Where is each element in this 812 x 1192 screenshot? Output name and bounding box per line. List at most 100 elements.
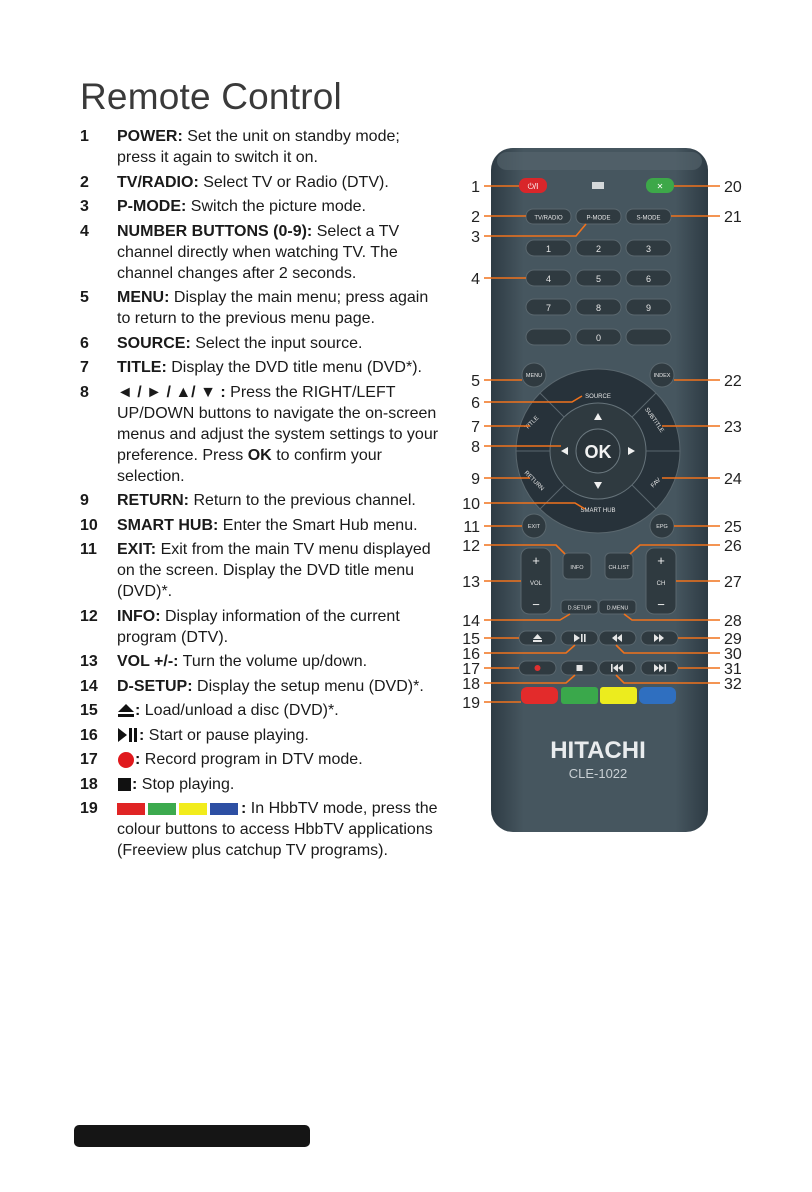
list-item: 18: Stop playing. [80,774,440,795]
left-arrow-icon[interactable] [561,447,568,455]
digit-button-5[interactable] [575,269,622,287]
info-button[interactable] [562,552,592,580]
digit-button-0[interactable] [575,328,622,346]
callout-number: 13 [462,574,480,591]
digit-button-7[interactable] [525,298,572,316]
digit-button-1[interactable] [525,239,572,257]
digit-button-blank-left[interactable] [525,328,572,346]
digit-button-9[interactable] [625,298,672,316]
ch-plus-label: + [657,553,665,568]
pause-bar [581,634,583,642]
item-number: 6 [80,334,89,352]
ring-divider [631,392,657,418]
brand-logo: HITACHI [550,737,646,764]
callout-number: 30 [724,646,742,663]
item-desc-bold: OK [247,446,272,464]
callout-number: 1 [471,179,480,196]
smart-hub-label: SMART HUB [580,508,615,514]
item-desc: Press the RIGHT/LEFT UP/DOWN buttons to … [117,383,439,464]
item-number: 7 [80,359,89,376]
red-button[interactable] [521,687,558,704]
item-desc: Turn the volume up/down. [182,653,368,670]
stop-icon [118,777,131,791]
menu-label: MENU [526,373,542,379]
callout-number: 20 [724,179,742,196]
item-desc: Select a TV channel directly when watchi… [117,222,400,282]
item-desc: Display information of the current progr… [117,607,400,646]
power-button[interactable] [519,178,547,193]
d-menu-label: D.MENU [607,606,629,612]
index-label: INDEX [654,373,671,379]
previous-icon-second [618,664,623,672]
callout-number: 5 [471,373,480,390]
ch-list-label: CH.LIST [608,565,630,571]
yellow-swatch [179,802,207,815]
item-desc: Switch the picture mode. [190,198,366,215]
digit-button-3[interactable] [625,239,672,257]
previous-icon-bar [611,664,613,672]
eject-icon [118,704,134,718]
callout-number: 21 [724,209,742,226]
callout-number: 17 [462,661,480,678]
callout-number: 27 [724,574,742,591]
blue-swatch [210,802,238,815]
callout-number: 4 [471,271,480,288]
yellow-button[interactable] [600,687,637,704]
item-number: 16 [80,726,98,744]
item-desc: Record program in DTV mode. [144,751,363,768]
item-number: 11 [80,541,97,558]
item-number: 19 [80,800,98,817]
item-desc: In HbbTV mode, press the colour buttons … [117,800,438,859]
list-item: 19: In HbbTV mode, press the colour butt… [80,798,440,861]
callout-line [623,613,720,621]
item-desc: Set the unit on standby mode; press it a… [117,128,400,166]
d-menu-button[interactable] [598,599,637,615]
item-desc: Select TV or Radio (DTV). [203,173,389,191]
item-label: P-MODE: [117,198,187,215]
d-setup-button[interactable] [560,599,599,615]
item-desc: Return to the previous channel. [193,492,416,509]
item-label: ◄ / ► / ▲/ ▼ : [117,383,226,401]
item-label: : [135,702,141,719]
index-button[interactable] [649,362,675,388]
ch-list-button[interactable] [604,552,634,580]
callout-number: 3 [471,229,480,246]
right-arrow-icon[interactable] [628,447,635,455]
item-desc: Display the main menu; press again to re… [117,289,429,327]
vol-label: VOL [530,581,543,587]
item-number: 15 [80,702,98,719]
digit-button-6[interactable] [625,269,672,287]
callout-number: 2 [471,209,480,226]
down-arrow-icon[interactable] [594,482,602,489]
blue-button[interactable] [639,687,676,704]
item-number: 17 [80,751,98,768]
digit-button-8[interactable] [575,298,622,316]
callout-number: 22 [724,373,742,390]
up-arrow-icon[interactable] [594,413,602,420]
mute-button[interactable] [646,178,674,193]
item-number: 4 [80,222,89,240]
green-button[interactable] [561,687,598,704]
digit-label: 1 [546,244,551,254]
callout-line [484,613,571,621]
p-mode-button[interactable] [575,208,622,225]
callout-number: 12 [462,538,480,555]
remote-top-edge [497,152,702,170]
callout-number: 7 [471,419,480,436]
digit-button-blank-right[interactable] [625,328,672,346]
ok-button[interactable] [575,428,621,474]
menu-button[interactable] [521,362,547,388]
digit-button-2[interactable] [575,239,622,257]
callout-number: 23 [724,419,742,436]
info-label: INFO [570,565,584,571]
callout-numbers-right: 20 21 22 23 24 25 26 27 28 29 30 31 32 [724,179,742,693]
pause-bar [584,634,586,642]
list-item: 15: Load/unload a disc (DVD)*. [80,700,440,721]
item-number: 8 [80,383,89,401]
